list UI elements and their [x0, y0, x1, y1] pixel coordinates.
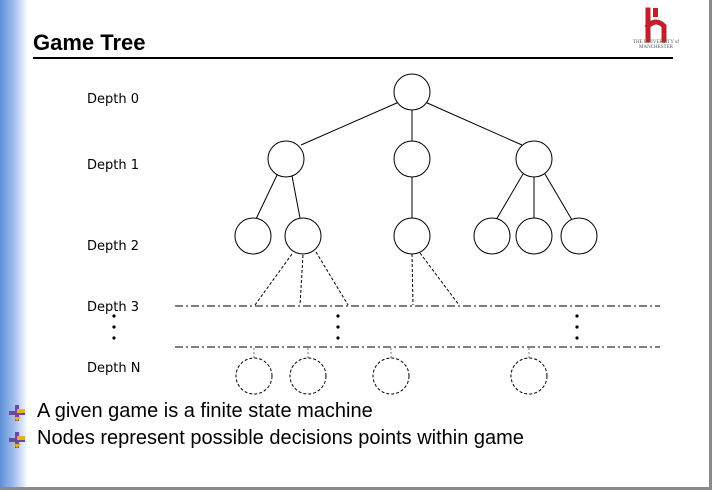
dashed-edge	[254, 253, 293, 306]
edge	[544, 173, 573, 221]
depth-label-1: Depth 1	[87, 158, 139, 173]
slide-title: Game Tree	[33, 30, 146, 55]
bullet-arrow-icon	[9, 432, 25, 448]
bullet-text: A given game is a finite state machine	[37, 400, 373, 422]
node-depth-n	[289, 357, 327, 395]
university-logo	[644, 7, 667, 43]
dot	[336, 325, 340, 329]
depth-label-2: Depth 2	[87, 239, 139, 254]
continuation-dots	[112, 314, 579, 340]
node-depth-1	[515, 140, 553, 178]
dot	[336, 314, 340, 318]
bullet-arrow-icon	[9, 405, 25, 421]
node-depth-0	[393, 73, 431, 111]
university-logo-text: THE UNIVERSITY of MANCHESTER	[632, 40, 680, 50]
depth-label-n: Depth N	[87, 361, 140, 376]
node-depth-2	[473, 217, 511, 255]
tree-edges	[255, 101, 573, 221]
node-depth-2	[560, 217, 598, 255]
depth-label-3: Depth 3	[87, 300, 139, 315]
dot	[575, 336, 579, 340]
dashed-edge	[419, 252, 460, 306]
dashed-edges	[254, 251, 460, 306]
dot	[336, 336, 340, 340]
dot	[112, 336, 116, 340]
title-underline	[33, 57, 673, 59]
game-tree-diagram: Depth 0 Depth 1 Depth 2 Depth 3 Depth N	[87, 73, 660, 395]
frame-right-edge	[709, 0, 712, 490]
bullet-item: Nodes represent possible decisions point…	[8, 427, 688, 453]
node-depth-n	[372, 357, 410, 395]
node-depth-2	[234, 217, 272, 255]
dot	[575, 325, 579, 329]
node-depth-2	[284, 217, 322, 255]
edge	[424, 101, 523, 146]
left-gradient-band	[0, 0, 28, 490]
edge	[255, 172, 279, 220]
leaf-nodes	[235, 357, 548, 395]
leaf-connectors	[253, 348, 530, 358]
node-depth-2	[393, 217, 431, 255]
node-depth-2	[515, 217, 553, 255]
dashed-edge	[299, 254, 304, 306]
node-depth-1	[393, 140, 431, 178]
depth-level-lines	[175, 305, 660, 348]
bullet-text: Nodes represent possible decisions point…	[37, 427, 524, 449]
dot	[575, 314, 579, 318]
dot	[112, 325, 116, 329]
node-depth-n	[510, 357, 548, 395]
frame-bottom-edge	[0, 487, 712, 490]
tree-nodes	[234, 73, 598, 255]
node-depth-1	[267, 140, 305, 178]
dashed-edge	[315, 251, 349, 306]
dashed-edge	[411, 253, 414, 306]
edge	[495, 173, 524, 221]
edge	[291, 175, 301, 219]
edge	[300, 101, 400, 146]
dot	[112, 314, 116, 318]
depth-label-0: Depth 0	[87, 92, 139, 107]
bullet-item: A given game is a finite state machine	[8, 400, 688, 426]
node-depth-n	[235, 357, 273, 395]
